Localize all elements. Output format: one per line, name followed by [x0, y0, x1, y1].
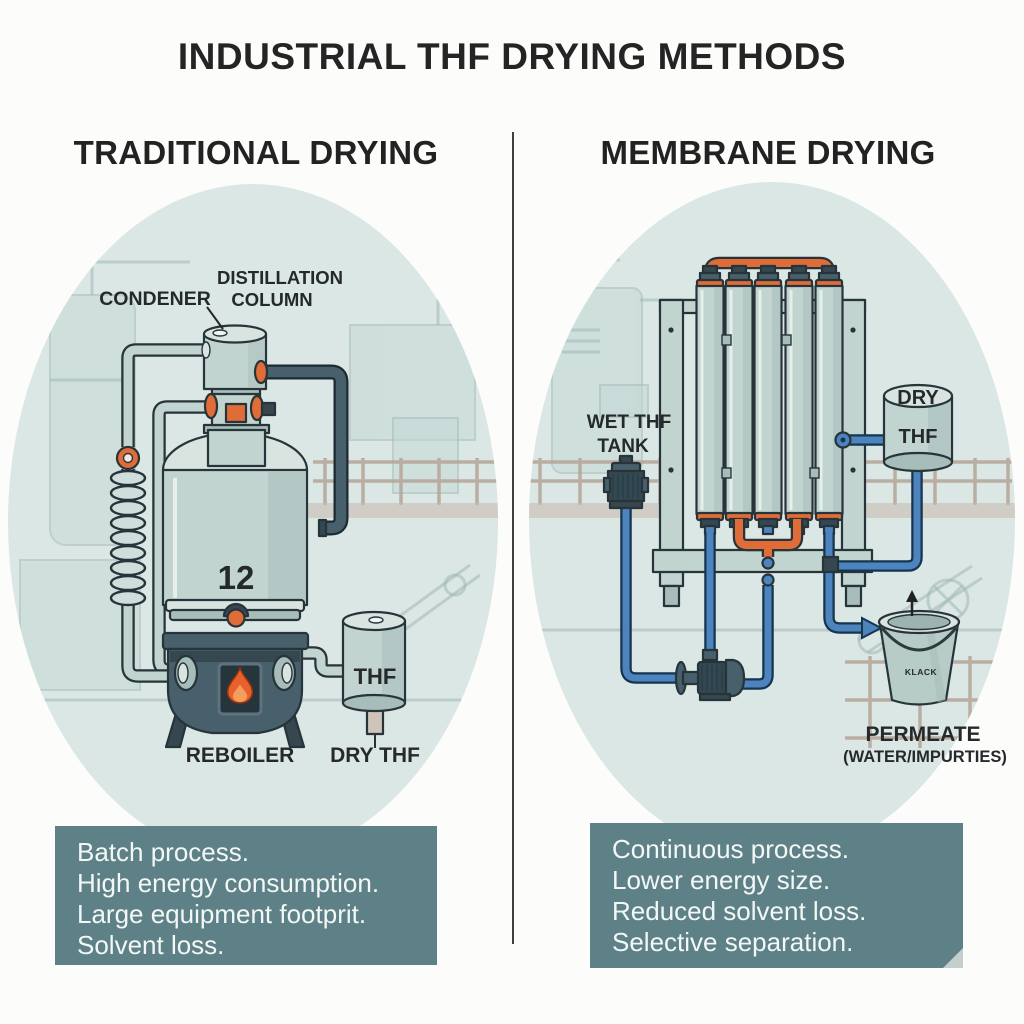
overhead-pipe — [265, 372, 341, 538]
process-piping — [626, 431, 917, 685]
note-line: Selective separation. — [612, 927, 854, 957]
bucket-handle — [880, 627, 958, 652]
wet-thf-tank-label2: TANK — [597, 436, 649, 457]
panel-divider — [512, 132, 514, 944]
membrane-module — [695, 264, 725, 536]
cooling-coil-graphic — [109, 350, 206, 676]
distillation-column-label2: COLUMN — [231, 289, 312, 310]
note-line: Batch process. — [77, 837, 249, 867]
condenser-graphic — [201, 324, 269, 391]
background-art — [529, 258, 1015, 748]
permeate-label: PERMEATE — [865, 723, 980, 746]
tank-number-label: 12 — [218, 559, 255, 596]
membrane-module — [784, 264, 814, 536]
feed-pump — [674, 648, 746, 702]
condenser-label: CONDENER — [99, 288, 211, 310]
section-header-membrane: MEMBRANE DRYING — [600, 134, 936, 171]
distillation-column-label: DISTILLATION — [217, 267, 343, 288]
reboiler-label: REBOILER — [186, 744, 295, 767]
dry-thf-tank-label2: THF — [899, 426, 938, 448]
leader-line — [206, 306, 224, 330]
valve-icon — [761, 556, 775, 570]
distillation-column-graphic — [161, 324, 309, 628]
page-title: INDUSTRIAL THF DRYING METHODS — [177, 36, 847, 77]
membrane-notes-box: Continuous process. Lower energy size. R… — [590, 823, 963, 968]
membrane-module — [724, 264, 754, 536]
traditional-notes-box: Batch process. High energy consumption. … — [55, 826, 437, 965]
note-line: Lower energy size. — [612, 865, 831, 895]
sight-glass-icon — [226, 608, 246, 628]
note-line: Large equipment footprit. — [77, 899, 367, 929]
valve-icon — [761, 573, 775, 587]
traditional-diagram: THF CONDENER DISTILLATION COLUMN 12 REBO… — [8, 184, 498, 860]
page-curl-icon — [943, 948, 963, 968]
wet-thf-pump — [602, 454, 650, 510]
membrane-module-array — [695, 264, 844, 536]
bucket-label: KLACK — [905, 667, 938, 677]
sight-window-icon — [224, 402, 248, 424]
wet-thf-tank-label: WET THF — [587, 412, 671, 433]
permeate-sublabel: (WATER/IMPURTIES) — [843, 748, 1007, 766]
reboiler-graphic — [161, 631, 310, 749]
dry-thf-tank-graphic: DRY THF — [882, 383, 954, 473]
note-line: High energy consumption. — [77, 868, 380, 898]
permeate-bucket-graphic: KLACK — [877, 590, 961, 706]
thf-drum-label: THF — [354, 664, 397, 689]
dry-thf-tank-label: DRY — [897, 387, 939, 409]
dry-thf-label: DRY THF — [330, 744, 420, 767]
section-header-traditional: TRADITIONAL DRYING — [73, 134, 439, 171]
membrane-diagram: DRY THF KLACK WET THF TANK PERMEATE (WAT… — [529, 182, 1015, 858]
note-line: Continuous process. — [612, 834, 850, 864]
membrane-module — [814, 264, 844, 536]
pipe-junction — [821, 555, 840, 574]
membrane-module — [753, 264, 783, 536]
flow-arrow-icon — [861, 616, 884, 640]
thf-drum-graphic: THF — [341, 610, 407, 748]
note-line: Solvent loss. — [77, 930, 225, 960]
note-line: Reduced solvent loss. — [612, 896, 867, 926]
